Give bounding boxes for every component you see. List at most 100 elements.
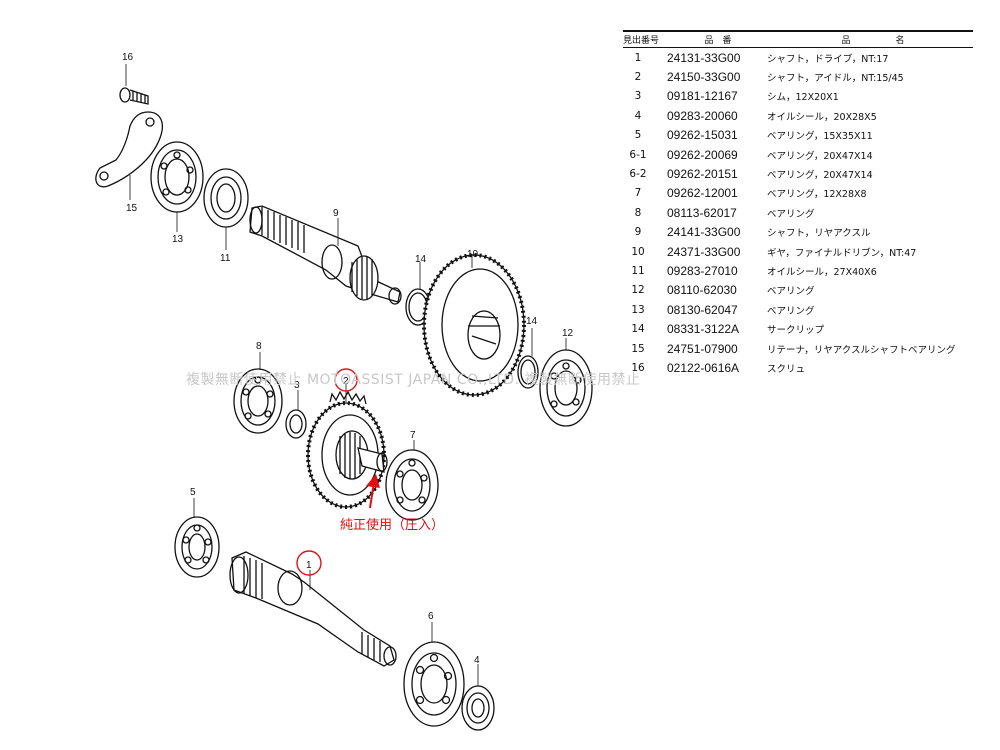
retainer-15 bbox=[95, 111, 163, 188]
callout-15: 15 bbox=[126, 203, 138, 214]
table-row: 5 09262-15031 ベアリング，15X35X11 bbox=[623, 126, 973, 145]
row-part-name: サークリップ bbox=[767, 325, 825, 337]
row-part-number: 09262-20069 bbox=[667, 147, 738, 162]
row-part-name: シャフト，ドライブ，NT:17 bbox=[767, 53, 889, 65]
table-row: 14 08331-3122A サークリップ bbox=[623, 319, 973, 338]
table-body: 1 24131-33G00 シャフト，ドライブ，NT:17 2 24150-33G00 シ… bbox=[623, 48, 973, 378]
row-part-name: オイルシール，27X40X6 bbox=[767, 266, 877, 278]
row-part-number: 09181-12167 bbox=[667, 89, 738, 104]
row-part-name: ベアリング bbox=[767, 208, 815, 220]
row-part-name: ベアリング，12X28X8 bbox=[767, 189, 867, 201]
table-row: 7 09262-12001 ベアリング，12X28X8 bbox=[623, 184, 973, 203]
row-no: 13 bbox=[631, 303, 645, 316]
callout-16: 16 bbox=[122, 52, 134, 63]
row-part-number: 24371-33G00 bbox=[667, 244, 741, 259]
row-no: 14 bbox=[631, 323, 645, 336]
table-top-rule bbox=[623, 30, 973, 32]
callout-2: 2 bbox=[343, 376, 349, 387]
row-no: 6-1 bbox=[629, 148, 647, 161]
shim-3 bbox=[285, 409, 307, 439]
row-part-name: リテーナ，リヤアクスルシャフトベアリング bbox=[767, 344, 956, 356]
row-part-name: ベアリング，15X35X11 bbox=[767, 131, 873, 143]
row-part-number: 24150-33G00 bbox=[667, 70, 741, 85]
callout-3: 3 bbox=[294, 380, 300, 391]
row-part-number: 08130-62047 bbox=[667, 302, 738, 317]
table-row: 15 24751-07900 リテーナ，リヤアクスルシャフトベアリング bbox=[623, 339, 973, 358]
screw-16 bbox=[119, 87, 149, 105]
row-part-name: ベアリング，20X47X14 bbox=[767, 170, 873, 182]
row-part-name: スクリュ bbox=[767, 363, 806, 375]
table-row: 8 08113-62017 ベアリング bbox=[623, 203, 973, 222]
row-no: 3 bbox=[634, 90, 642, 103]
final-driven-gear-10 bbox=[422, 253, 526, 397]
row-part-number: 02122-0616A bbox=[667, 360, 740, 375]
callout-10: 10 bbox=[467, 249, 479, 260]
callout-4: 4 bbox=[474, 655, 480, 666]
callout-6: 6 bbox=[428, 611, 434, 622]
table-row: 16 02122-0616A スクリュ bbox=[623, 358, 973, 377]
circlip-14-lower bbox=[517, 355, 539, 389]
row-part-number: 24131-33G00 bbox=[667, 50, 741, 65]
rear-axle-shaft-9 bbox=[249, 205, 402, 305]
row-part-number: 09262-15031 bbox=[667, 128, 738, 143]
header-part-name: 品 名 bbox=[841, 36, 905, 46]
bearing-5 bbox=[174, 516, 220, 578]
row-part-number: 09283-20060 bbox=[667, 108, 738, 123]
bearing-12 bbox=[539, 349, 593, 427]
row-part-name: ギヤ，ファイナルドリブン，NT:47 bbox=[767, 247, 917, 259]
callout-1-highlight-circle bbox=[296, 550, 322, 576]
row-no: 7 bbox=[634, 187, 642, 200]
row-part-number: 24141-33G00 bbox=[667, 225, 741, 240]
callout-14-upper: 14 bbox=[415, 254, 427, 265]
header-part-number: 品 番 bbox=[704, 36, 732, 46]
row-no: 2 bbox=[634, 71, 642, 84]
row-part-name: ベアリング bbox=[767, 286, 815, 298]
row-no: 8 bbox=[634, 206, 642, 219]
row-no: 12 bbox=[631, 284, 645, 297]
row-part-number: 09262-20151 bbox=[667, 167, 738, 182]
row-no: 6-2 bbox=[629, 168, 647, 181]
bearing-7 bbox=[385, 449, 439, 521]
table-row: 6-2 09262-20151 ベアリング，20X47X14 bbox=[623, 164, 973, 183]
table-row: 6-1 09262-20069 ベアリング，20X47X14 bbox=[623, 145, 973, 164]
row-part-name: ベアリング，20X47X14 bbox=[767, 150, 873, 162]
row-part-name: オイルシール，20X28X5 bbox=[767, 111, 877, 123]
row-part-number: 24751-07900 bbox=[667, 341, 738, 356]
row-no: 10 bbox=[631, 245, 645, 258]
drive-shaft-1 bbox=[229, 551, 397, 667]
callout-12: 12 bbox=[562, 328, 574, 339]
red-arrow bbox=[366, 474, 380, 509]
row-no: 5 bbox=[634, 129, 642, 142]
callout-7: 7 bbox=[410, 430, 416, 441]
table-header: 見出番号 品 番 品 名 bbox=[623, 32, 973, 48]
row-part-name: ベアリング bbox=[767, 305, 815, 317]
row-part-number: 09262-12001 bbox=[667, 186, 738, 201]
header-no: 見出番号 bbox=[623, 36, 660, 46]
row-part-number: 08110-62030 bbox=[667, 283, 737, 298]
callout-9: 9 bbox=[333, 208, 339, 219]
table-row: 9 24141-33G00 シャフト，リヤアクスル bbox=[623, 223, 973, 242]
table-row: 10 24371-33G00 ギヤ，ファイナルドリブン，NT:47 bbox=[623, 242, 973, 261]
bearing-8 bbox=[233, 368, 283, 434]
row-part-number: 08331-3122A bbox=[667, 322, 740, 337]
row-no: 15 bbox=[631, 342, 645, 355]
row-no: 16 bbox=[631, 361, 645, 374]
watermark: 複製無断使用禁止 MOTOASSIST JAPAN CO.,LTD. 複製無断使… bbox=[186, 372, 641, 388]
press-fit-note: 純正使用（圧入） bbox=[340, 518, 445, 533]
parts-table: 見出番号 品 番 品 名 1 24131-33G00 シャフト，ドライブ，NT:17… bbox=[623, 30, 973, 378]
bearing-6 bbox=[403, 641, 465, 727]
row-part-name: シャフト，アイドル，NT:15/45 bbox=[767, 73, 904, 85]
callout-1: 1 bbox=[306, 560, 312, 571]
row-no: 9 bbox=[634, 226, 642, 239]
row-no: 11 bbox=[631, 264, 645, 277]
callout-2-highlight-circle bbox=[334, 368, 358, 392]
callout-13: 13 bbox=[172, 234, 184, 245]
callout-5: 5 bbox=[190, 487, 196, 498]
row-part-number: 08113-62017 bbox=[667, 205, 737, 220]
row-part-name: シャフト，リヤアクスル bbox=[767, 228, 871, 240]
row-no: 1 bbox=[634, 51, 642, 64]
